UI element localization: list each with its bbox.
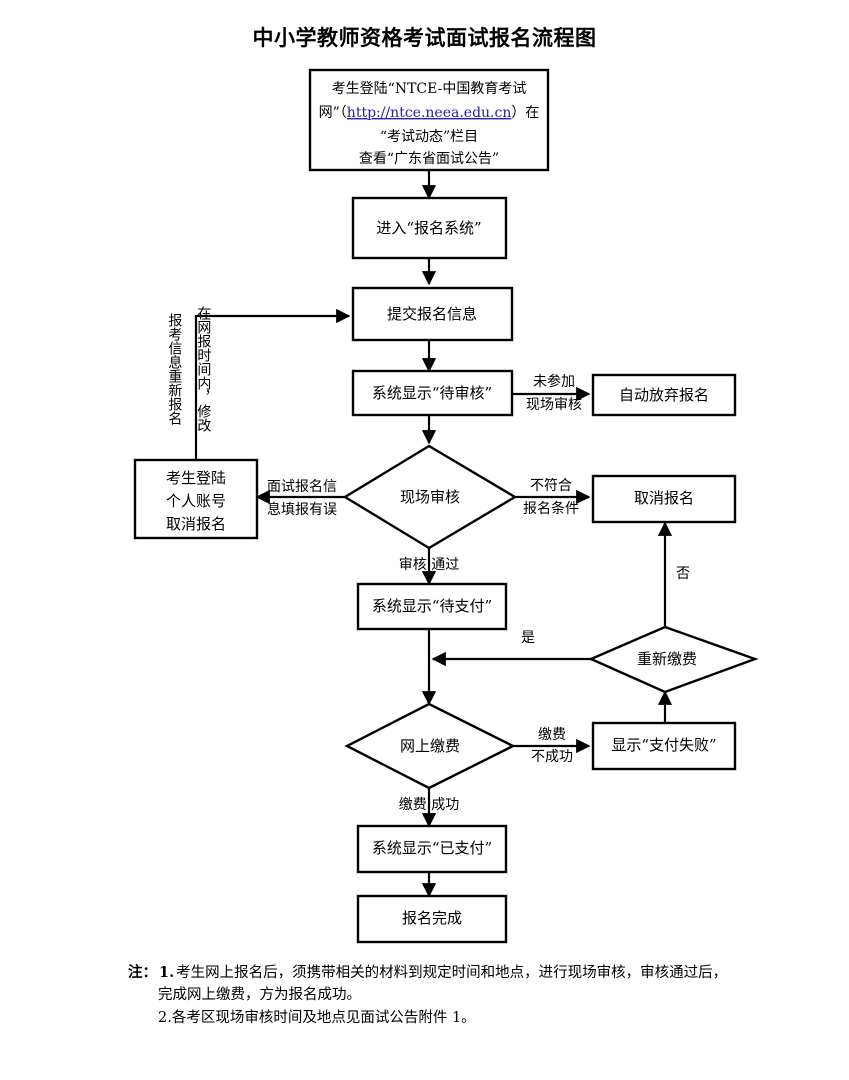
edge-label-review-passed: 审核 通过 <box>399 557 459 573</box>
edge-label-no: 否 <box>676 566 690 582</box>
edge-label-not-qualified-line2: 报名条件 <box>523 500 579 517</box>
node-payment-failed[interactable]: 显示“支付失败” <box>591 721 737 771</box>
edge-loop-back-to-submit <box>194 308 351 460</box>
note-row-1-cont: 完成网上缴费，方为报名成功。 <box>128 984 788 1006</box>
note-2-number: 2. <box>158 1009 172 1026</box>
login-site-line4: 查看“广东省面试公告” <box>359 151 499 167</box>
note-2-line-1: 各考区现场审核时间及地点见面试公告附件 1。 <box>171 1009 476 1026</box>
login-site-line2-suffix: ）在 <box>511 105 539 121</box>
edge-label-loop-right-vertical: 在网报时间内，修改 <box>195 306 211 432</box>
edge-label-pay-fail-line1: 缴费 <box>538 727 566 743</box>
payment-failed-label: 显示“支付失败” <box>611 736 716 754</box>
note-1-line-1: 考生网上报名后，须携带相关的材料到规定时间和地点，进行现场审核，审核通过后， <box>176 965 728 981</box>
enter-system-label: 进入“报名系统” <box>376 219 481 237</box>
cancel-registration-label: 取消报名 <box>634 489 694 507</box>
onsite-review-label: 现场审核 <box>400 488 460 506</box>
edge-label-pay-fail-line2: 不成功 <box>531 749 573 765</box>
login-site-line1: 考生登陆“NTCE-中国教育考试 <box>332 81 527 97</box>
candidate-cancel-line3: 取消报名 <box>166 515 226 533</box>
pending-payment-label: 系统显示“待支付” <box>372 597 492 615</box>
node-pending-review[interactable]: 系统显示“待审核” <box>351 369 514 417</box>
node-submit-info[interactable]: 提交报名信息 <box>351 286 514 342</box>
edge-label-info-error-line1: 面试报名信 <box>267 479 337 495</box>
edge-label-loop-left-vertical: 报考信息重新报名 <box>166 313 182 425</box>
candidate-cancel-line1: 考生登陆 <box>166 469 226 487</box>
pending-review-label: 系统显示“待审核” <box>372 384 492 402</box>
notes-label: 注： <box>128 964 157 981</box>
done-label: 报名完成 <box>402 909 462 927</box>
node-onsite-review[interactable]: 现场审核 <box>342 444 518 550</box>
node-online-payment[interactable]: 网上缴费 <box>344 702 516 790</box>
node-auto-abandon[interactable]: 自动放弃报名 <box>591 373 737 417</box>
candidate-cancel-line2: 个人账号 <box>166 492 226 510</box>
paid-label: 系统显示“已支付” <box>372 839 492 857</box>
repay-label: 重新缴费 <box>637 650 697 668</box>
node-candidate-cancel[interactable]: 考生登陆 个人账号 取消报名 <box>133 458 259 540</box>
node-cancel-registration[interactable]: 取消报名 <box>591 474 737 524</box>
edge-label-info-error-line2: 息填报有误 <box>267 501 337 518</box>
edge-label-yes: 是 <box>521 630 535 646</box>
node-repay[interactable]: 重新缴费 <box>588 625 759 694</box>
note-1-number: 1. <box>159 964 175 981</box>
note-row-2: 2. 各考区现场审核时间及地点见面试公告附件 1。 <box>128 1007 788 1029</box>
node-paid[interactable]: 系统显示“已支付” <box>356 824 508 874</box>
login-site-line2-prefix: 网”（ <box>319 105 347 121</box>
edge-label-not-attend-line1: 未参加 <box>533 373 575 390</box>
notes-section: 注： 1. 考生网上报名后，须携带相关的材料到规定时间和地点，进行现场审核，审核… <box>128 962 788 1029</box>
page-title: 中小学教师资格考试面试报名流程图 <box>252 25 597 50</box>
node-pending-payment[interactable]: 系统显示“待支付” <box>356 582 508 631</box>
edge-label-pay-success: 缴费 成功 <box>399 797 459 813</box>
edge-label-not-attend-line2: 现场审核 <box>526 397 582 413</box>
submit-info-label: 提交报名信息 <box>387 305 477 323</box>
node-login-site[interactable]: 考生登陆“NTCE-中国教育考试 网”（http://ntce.neea.edu… <box>308 68 550 172</box>
node-done[interactable]: 报名完成 <box>356 894 508 944</box>
auto-abandon-label: 自动放弃报名 <box>619 386 709 404</box>
login-site-line2: 网”（http://ntce.neea.edu.cn）在 <box>319 105 540 121</box>
online-payment-label: 网上缴费 <box>400 737 460 755</box>
note-1-line-2: 完成网上缴费，方为报名成功。 <box>158 987 361 1004</box>
ntce-url-link: http://ntce.neea.edu.cn <box>347 105 512 121</box>
note-row-1: 注： 1. 考生网上报名后，须携带相关的材料到规定时间和地点，进行现场审核，审核… <box>128 962 788 984</box>
edge-label-not-qualified-line1: 不符合 <box>530 478 572 494</box>
node-enter-system[interactable]: 进入“报名系统” <box>351 196 508 260</box>
login-site-line3: “考试动态”栏目 <box>380 129 478 145</box>
